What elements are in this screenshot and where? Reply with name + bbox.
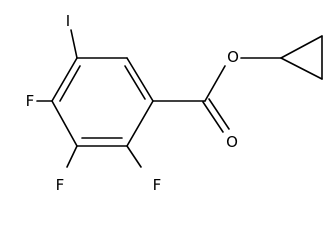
cyclopropyl-ring	[280, 35, 323, 80]
bond-c2-c3	[126, 100, 154, 147]
fluorine-label-left: F	[26, 92, 35, 110]
bond-c-fluorine-bottom-right	[126, 145, 142, 168]
bond-c4-c5	[51, 100, 78, 147]
iodine-label: I	[66, 12, 70, 30]
double-bond-inner-c5-c6	[59, 65, 81, 102]
bond-carbonyl-double-2	[208, 98, 230, 130]
bond-c-fluorine-bottom-left	[66, 145, 78, 168]
benzene-ring	[51, 57, 154, 147]
double-bond-inner-c1-c2	[124, 65, 146, 100]
bond-c-iodine	[70, 29, 78, 59]
bond-c1-c2	[126, 57, 154, 102]
bond-carbonyl-double-1	[202, 101, 224, 133]
bond-carbonyl-ester-oxygen	[204, 65, 226, 102]
cyclopropyl-bond-1	[280, 35, 323, 59]
fluorine-label-bottom-right: F	[153, 176, 162, 194]
bond-c5-c6	[51, 57, 78, 102]
fluorine-label-bottom-left: F	[56, 176, 65, 194]
ester-oxygen-label: O	[227, 48, 239, 66]
cyclopropyl-bond-3	[280, 57, 323, 80]
carbonyl-oxygen-label: O	[226, 133, 238, 151]
molecule-structure: I F F F O O	[26, 12, 323, 194]
